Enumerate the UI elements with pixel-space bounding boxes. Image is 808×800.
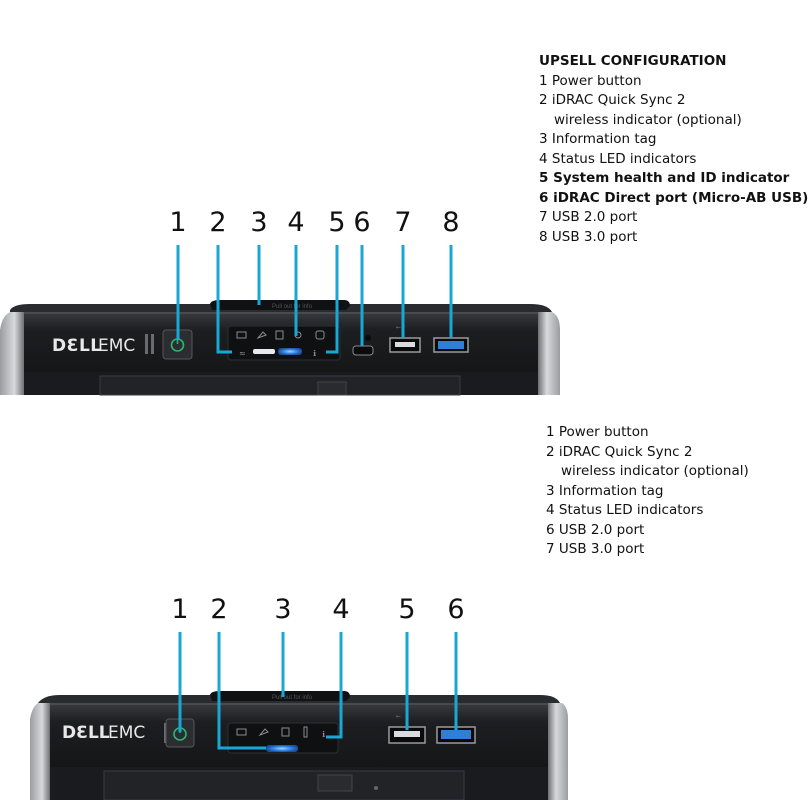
legend-item: 7 USB 2.0 port [539, 209, 638, 225]
thermometer-icon [303, 726, 308, 738]
wrench-icon [256, 331, 267, 340]
legend-item: 6 USB 2.0 port [546, 521, 645, 538]
legend-item: 3 Information tag [539, 131, 657, 147]
callout-number: 1 [171, 594, 189, 625]
callout-number: 2 [210, 594, 228, 625]
info-tag-text: Pull out for info [272, 304, 313, 310]
server-front-panel-upsell: Pull out for info DƐLL EMC ≈ ℹ ← [0, 300, 560, 396]
callout-number: 4 [287, 207, 305, 238]
emc-logo: EMC [108, 723, 145, 743]
legend-item: 6 iDRAC Direct port (Micro-AB USB) [539, 189, 808, 206]
callout-number: 8 [442, 207, 460, 238]
upsell-legend: UPSELL CONFIGURATION 1 Power button 2 iD… [539, 52, 808, 247]
legend-item: 2 iDRAC Quick Sync 2 [539, 92, 686, 108]
info-tag-text: Pull out for info [272, 695, 313, 701]
callout-number: 5 [328, 207, 346, 238]
callout-number: 7 [394, 207, 412, 238]
callout-number: 6 [447, 594, 465, 625]
chip-icon [275, 330, 284, 340]
legend-item: 5 System health and ID indicator [539, 170, 790, 186]
usb-icon: ← [396, 324, 401, 331]
legend-item: 7 USB 3.0 port [546, 541, 645, 557]
callout-line [326, 632, 343, 739]
system-health-indicator [278, 348, 302, 355]
svg-text:ℹ: ℹ [322, 730, 325, 739]
legend-item: wireless indicator (optional) [561, 463, 749, 479]
legend-item: 4 Status LED indicators [546, 502, 704, 518]
wireless-icon: ≈ [239, 349, 246, 358]
callout-line [216, 245, 232, 354]
legend-item: 2 iDRAC Quick Sync 2 [546, 443, 693, 460]
legend-item: 8 USB 3.0 port [539, 228, 638, 245]
callout-line [217, 632, 266, 750]
callout-number: 2 [209, 207, 227, 238]
wrench-icon [258, 728, 269, 737]
display-icon [236, 728, 247, 736]
callout-number: 1 [169, 207, 187, 238]
callout-line [326, 245, 339, 354]
callout-number: 6 [353, 207, 371, 238]
legend-item: 1 Power button [539, 72, 642, 89]
upsell-heading: UPSELL CONFIGURATION [539, 53, 727, 69]
legend-item: 1 Power button [546, 424, 649, 440]
server-front-panel-standard: Pull out for info DƐLL EMC ℹ ← [30, 691, 568, 800]
chip-icon [281, 727, 290, 737]
legend-item: 4 Status LED indicators [539, 150, 697, 167]
system-health-indicator [266, 745, 298, 752]
callout-number: 3 [250, 207, 268, 238]
display-icon [236, 331, 247, 339]
callout-number: 4 [332, 594, 350, 625]
drive-icon [315, 330, 325, 340]
callout-number: 3 [274, 594, 292, 625]
usb-icon: ← [396, 713, 401, 720]
emc-logo: EMC [98, 336, 135, 356]
standard-legend: 1 Power button 2 iDRAC Quick Sync 2 wire… [546, 423, 749, 560]
callout-number: 5 [398, 594, 416, 625]
legend-item: 3 Information tag [546, 482, 664, 499]
dell-logo: DƐLL [52, 336, 102, 356]
legend-item: wireless indicator (optional) [554, 111, 742, 128]
svg-text:ℹ: ℹ [313, 349, 316, 358]
dell-logo: DƐLL [62, 723, 110, 743]
